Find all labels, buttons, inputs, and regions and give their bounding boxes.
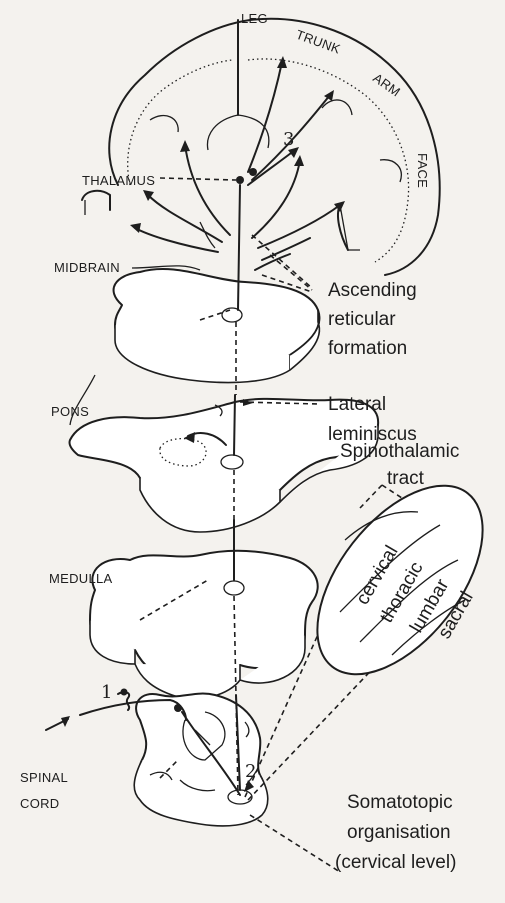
lateral-leminiscus-line1: Lateral	[328, 394, 386, 415]
spinothalamic-line2: tract	[387, 468, 425, 489]
region-label-thalamus: THALAMUS	[82, 173, 155, 188]
tract-somatotopic-ellipse	[285, 456, 505, 703]
thalamus-relay-neuron	[236, 176, 244, 184]
midbrain-section	[114, 269, 320, 383]
somatotopic-line1: Somatotopic	[347, 792, 453, 813]
region-label-cord: CORD	[20, 796, 59, 811]
region-label-pons: PONS	[51, 404, 89, 419]
cerebrum	[82, 19, 440, 275]
region-label-face: FACE	[415, 153, 430, 188]
region-label-leg: LEG	[241, 11, 268, 26]
ascending-reticular-line3: formation	[328, 338, 407, 359]
thalamus-pointer	[160, 178, 236, 180]
spinothalamic-line1: Spinothalamic	[340, 441, 459, 462]
somatotopic-line2: organisation	[347, 822, 451, 843]
spinal-cord-section	[134, 694, 268, 826]
ascending-reticular-line1: Ascending	[328, 280, 417, 301]
neuron-number-2: 2	[245, 761, 256, 782]
medulla-section	[90, 551, 318, 699]
ascending-reticular-line2: reticular	[328, 309, 396, 330]
region-label-midbrain: MIDBRAIN	[54, 260, 120, 275]
neuron-number-3: 3	[283, 129, 294, 150]
thalamus-relay-neuron-2	[249, 168, 257, 176]
somatotopic-line3: (cervical level)	[335, 852, 456, 873]
region-label-medulla: MEDULLA	[49, 571, 113, 586]
neuron-number-1: 1	[101, 682, 112, 703]
region-label-spinal: SPINAL	[20, 770, 68, 785]
